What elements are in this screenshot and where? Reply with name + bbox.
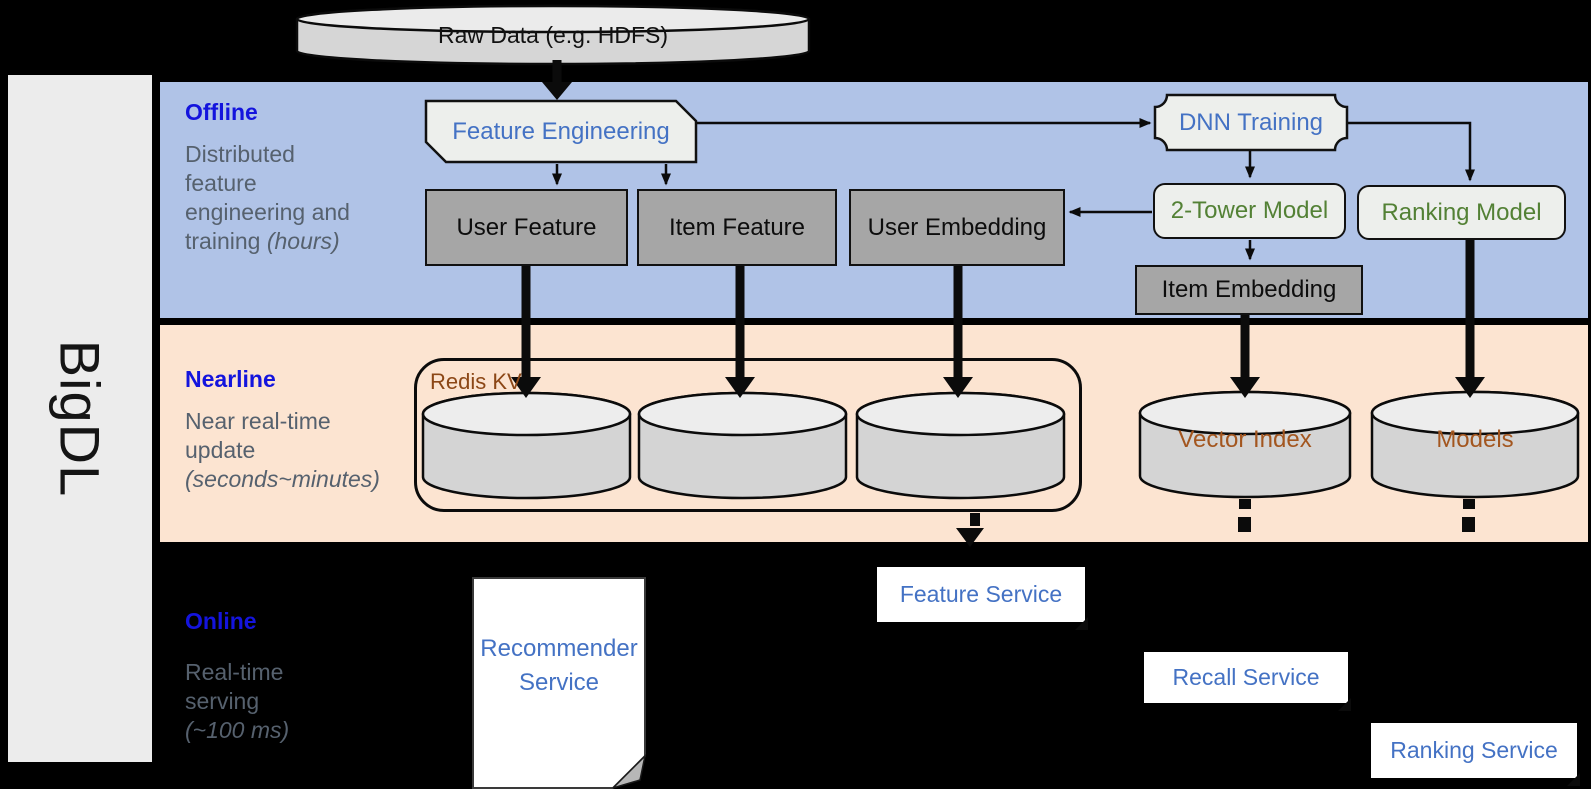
arrow-raw-to-fe-head — [542, 82, 572, 100]
feature-engineering-shape — [424, 99, 698, 164]
nearline-desc-line: Near real-time — [185, 408, 331, 434]
models-dash-2 — [1462, 517, 1475, 532]
thick-arrows — [511, 60, 1485, 547]
node-feature-service: Feature Service — [877, 567, 1088, 630]
node-user-embedding: User Embedding — [849, 189, 1065, 266]
vector-index-label: Vector Index — [1178, 426, 1312, 453]
redis-kv-container — [414, 358, 1082, 512]
arrow-item-embedding-to-vector-index-stem — [1240, 315, 1250, 379]
offline-description: Distributed feature engineering and trai… — [185, 140, 350, 256]
node-two-tower-model: 2-Tower Model — [1153, 183, 1346, 239]
offline-title: Offline — [185, 99, 258, 125]
vector-index-dash-1 — [1239, 499, 1251, 509]
node-recall-service: Recall Service — [1144, 652, 1351, 711]
arrow-ranking-model-to-models-head — [1455, 377, 1485, 398]
arrow-item-feature-to-kv-head — [725, 377, 755, 398]
redis-cylinder-3 — [855, 391, 1066, 500]
dnn-training-label: DNN Training — [1178, 108, 1324, 136]
arrow-ranking-model-to-models-stem — [1465, 240, 1475, 379]
redis-kv-label: Redis KV — [430, 369, 522, 394]
redis-cylinder-1 — [421, 391, 632, 500]
arrow-user-embedding-to-kv-head — [943, 377, 973, 398]
models-dash-1 — [1463, 499, 1475, 509]
recommender-service-document — [472, 577, 647, 789]
raw-data-label: Raw Data (e.g. HDFS) — [437, 21, 669, 48]
arrow-kv-to-feature-service-dash — [970, 513, 980, 526]
arrow-raw-to-fe-stem — [552, 60, 562, 83]
offline-desc-line: engineering and — [185, 199, 350, 225]
online-desc-line: (~100 ms) — [185, 717, 290, 743]
online-title: Online — [185, 608, 257, 634]
raw-data-cylinder — [295, 4, 811, 66]
arrow-user-feature-to-kv-stem — [521, 266, 531, 379]
bigdl-sidebar: BigDL — [8, 75, 152, 762]
node-item-embedding: Item Embedding — [1135, 265, 1363, 315]
offline-desc-line: Distributed — [185, 141, 295, 167]
models-cylinder — [1370, 390, 1580, 499]
node-ranking-service: Ranking Service — [1371, 723, 1580, 786]
redis-cylinder-2 — [637, 391, 848, 500]
nearline-description: Near real-time update (seconds~minutes) — [185, 407, 380, 494]
online-desc-line: serving — [185, 688, 260, 714]
recommender-service-label: Recommender Service — [480, 635, 638, 696]
node-ranking-model: Ranking Model — [1357, 185, 1566, 240]
nearline-title: Nearline — [185, 366, 276, 392]
node-user-feature: User Feature — [425, 189, 628, 266]
vector-index-dash-2 — [1238, 517, 1251, 532]
offline-desc-line: training (hours) — [185, 228, 340, 254]
offline-desc-line: feature — [185, 170, 257, 196]
arrow-user-feature-to-kv-head — [511, 377, 541, 398]
node-item-feature: Item Feature — [637, 189, 837, 266]
models-label: Models — [1436, 426, 1514, 453]
dnn-training-shape — [1153, 93, 1349, 152]
arrow-kv-to-feature-service-head — [956, 528, 984, 547]
thin-arrows — [552, 118, 1475, 261]
nearline-desc-line: (seconds~minutes) — [185, 466, 380, 492]
nearline-desc-line: update — [185, 437, 256, 463]
feature-engineering-label: Feature Engineering — [452, 117, 670, 145]
arrow-item-embedding-to-vector-index-head — [1230, 377, 1260, 398]
arrow-dnn-to-ranking-model — [1348, 121, 1475, 182]
arrow-user-embedding-to-kv-stem — [953, 266, 963, 379]
online-desc-line: Real-time — [185, 659, 284, 685]
arrow-item-feature-to-kv-stem — [735, 266, 745, 379]
online-description: Real-time serving (~100 ms) — [185, 658, 289, 745]
vector-index-cylinder — [1138, 390, 1352, 499]
